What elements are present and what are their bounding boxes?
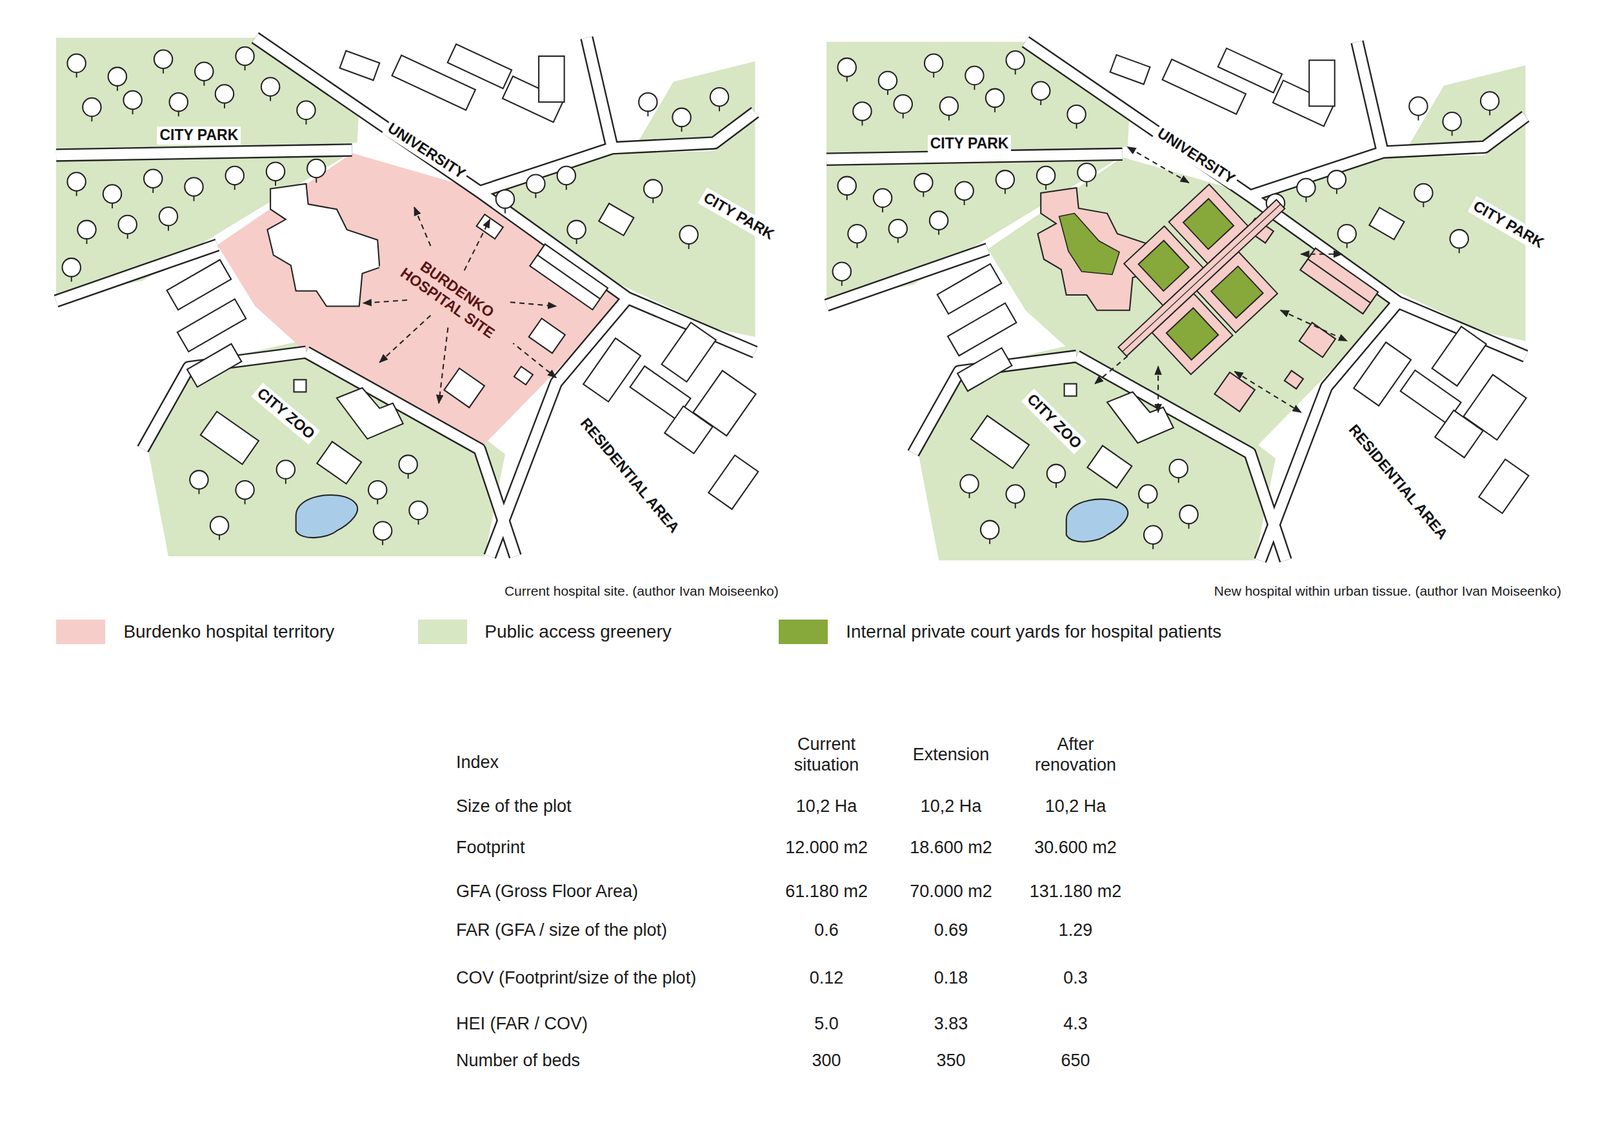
table-header: After renovation xyxy=(1020,732,1131,775)
table-cell: 350 xyxy=(936,1049,966,1071)
table-cell: Size of the plot xyxy=(456,795,572,817)
table-cell: 650 xyxy=(1061,1049,1091,1071)
legend-text: Public access greenery xyxy=(484,620,671,643)
table-cell: Number of beds xyxy=(456,1049,580,1071)
legend-text: Internal private court yards for hospita… xyxy=(845,620,1222,643)
map-label: CITY PARK xyxy=(927,134,1012,153)
table-cell: 10,2 Ha xyxy=(1045,795,1107,817)
table-cell: 30.600 m2 xyxy=(1034,836,1117,858)
table-header: Current situation xyxy=(771,732,882,775)
table-cell: 0.3 xyxy=(1063,967,1088,988)
table-cell: 0.6 xyxy=(814,919,839,940)
table-cell: 1.29 xyxy=(1058,919,1093,940)
table-cell: 3.83 xyxy=(934,1012,969,1034)
table-cell: 61.180 m2 xyxy=(785,880,868,902)
legend-text: Burdenko hospital territory xyxy=(123,620,335,643)
table-cell: 0.12 xyxy=(809,967,844,988)
table-cell: 70.000 m2 xyxy=(909,880,993,902)
table-cell: 18.600 m2 xyxy=(909,836,993,858)
table-cell: 300 xyxy=(812,1049,842,1071)
table-cell: HEI (FAR / COV) xyxy=(456,1012,588,1034)
legend-swatch xyxy=(56,619,106,644)
table-cell: FAR (GFA / size of the plot) xyxy=(456,919,668,940)
legend-swatch xyxy=(418,619,468,644)
legend-swatch xyxy=(778,619,828,644)
caption-text: New hospital within urban tissue. (autho… xyxy=(1214,582,1562,599)
table-cell: Footprint xyxy=(456,836,526,858)
new-site-map xyxy=(826,41,1529,560)
table-cell: 0.69 xyxy=(934,919,969,940)
table-cell: COV (Footprint/size of the plot) xyxy=(456,967,697,988)
table-cell: 131.180 m2 xyxy=(1029,880,1122,902)
map-label: CITY PARK xyxy=(156,127,241,146)
table-cell: 10,2 Ha xyxy=(796,795,858,817)
table-cell: 10,2 Ha xyxy=(920,795,982,817)
current-site-map xyxy=(56,38,759,557)
table-cell: 12.000 m2 xyxy=(785,836,868,858)
table-cell: 0.18 xyxy=(934,967,969,988)
table-cell: GFA (Gross Floor Area) xyxy=(456,880,639,902)
table-cell: 5.0 xyxy=(814,1012,839,1034)
table-cell: 4.3 xyxy=(1063,1012,1088,1034)
table-header: Extension xyxy=(896,743,1006,765)
caption-text: Current hospital site. (author Ivan Mois… xyxy=(504,582,779,599)
table-header: Index xyxy=(456,751,499,773)
